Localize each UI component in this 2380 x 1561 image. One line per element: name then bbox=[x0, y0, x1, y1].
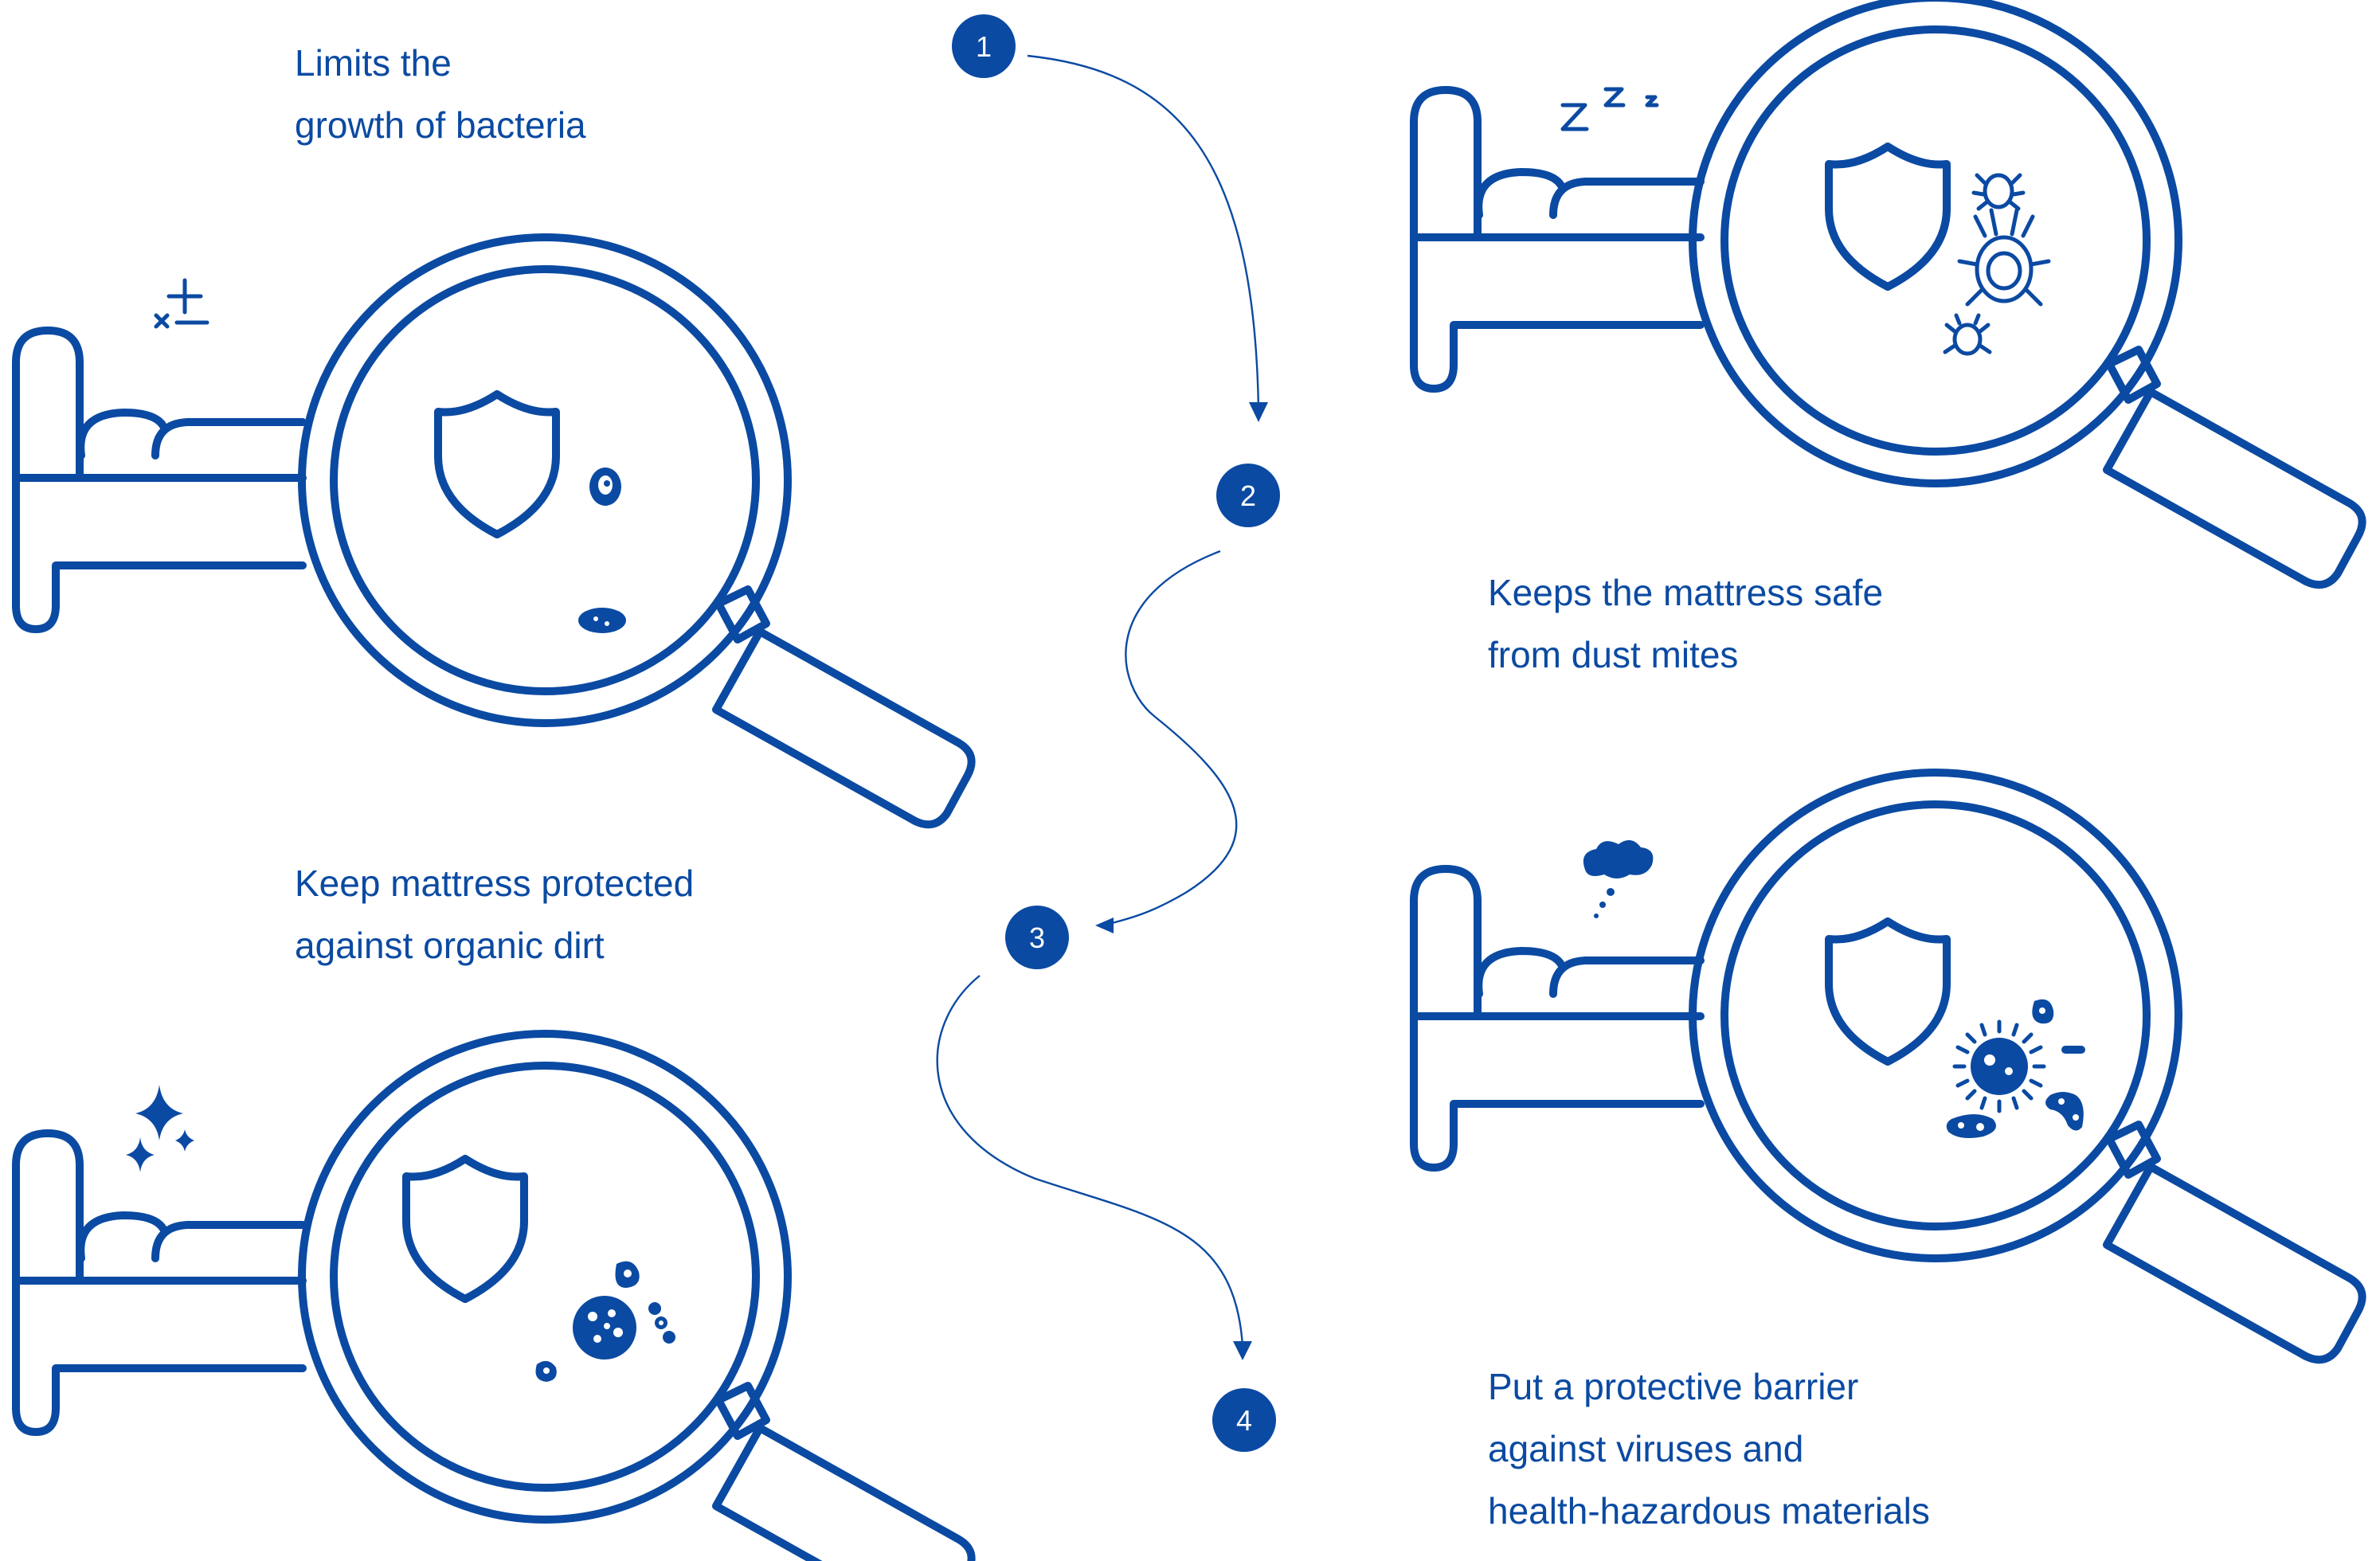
dirt-particle-icon bbox=[535, 1261, 675, 1382]
magnifying-glass-icon bbox=[302, 237, 972, 824]
shield-icon bbox=[1829, 147, 1947, 287]
caption-viruses: Put a protective barrier against viruses… bbox=[1488, 1356, 1930, 1542]
shield-icon bbox=[406, 1159, 524, 1299]
math-symbols-icon bbox=[154, 278, 209, 329]
panel-dust-mites bbox=[1414, 0, 2362, 585]
step-badge-4: 4 bbox=[1212, 1388, 1276, 1452]
shield-icon bbox=[438, 394, 556, 534]
panel-bacteria bbox=[16, 237, 972, 824]
step-path bbox=[936, 54, 1268, 1360]
magnifying-glass-icon bbox=[302, 1034, 972, 1561]
shield-icon bbox=[1829, 921, 1947, 1062]
bacteria-icon bbox=[578, 468, 626, 633]
bed-icon bbox=[1414, 90, 1701, 389]
caption-viruses-line-3: health-hazardous materials bbox=[1488, 1490, 1930, 1532]
caption-bacteria: Limits the growth of bacteria bbox=[295, 32, 586, 156]
panel-viruses bbox=[1414, 773, 2362, 1360]
step-number-4: 4 bbox=[1236, 1404, 1252, 1437]
caption-dust-mites-line-1: Keeps the mattress safe bbox=[1488, 572, 1884, 613]
virus-icon bbox=[1946, 999, 2085, 1138]
caption-organic-dirt: Keep mattress protected against organic … bbox=[295, 852, 694, 976]
caption-dust-mites: Keeps the mattress safe from dust mites bbox=[1488, 561, 1883, 686]
step-number-1: 1 bbox=[976, 30, 992, 63]
bed-icon bbox=[1414, 869, 1701, 1168]
thought-cloud-icon bbox=[1583, 839, 1654, 918]
step-number-3: 3 bbox=[1029, 921, 1045, 954]
dust-mite-icon bbox=[1943, 173, 2051, 356]
bed-icon bbox=[16, 1133, 303, 1432]
sparkle-icon bbox=[126, 1085, 194, 1172]
caption-organic-dirt-line-2: against organic dirt bbox=[295, 925, 605, 966]
sleep-zzz-icon bbox=[1560, 87, 1659, 131]
caption-viruses-line-2: against viruses and bbox=[1488, 1428, 1804, 1469]
caption-bacteria-line-2: growth of bacteria bbox=[295, 104, 586, 146]
step-badge-2: 2 bbox=[1216, 464, 1280, 527]
step-badge-3: 3 bbox=[1005, 906, 1069, 969]
step-badge-1: 1 bbox=[952, 14, 1016, 78]
caption-viruses-line-1: Put a protective barrier bbox=[1488, 1366, 1859, 1407]
caption-dust-mites-line-2: from dust mites bbox=[1488, 634, 1739, 675]
panel-organic-dirt bbox=[16, 1034, 972, 1561]
bed-icon bbox=[16, 331, 303, 629]
caption-bacteria-line-1: Limits the bbox=[295, 42, 452, 84]
step-number-2: 2 bbox=[1240, 479, 1256, 512]
caption-organic-dirt-line-1: Keep mattress protected bbox=[295, 863, 695, 904]
